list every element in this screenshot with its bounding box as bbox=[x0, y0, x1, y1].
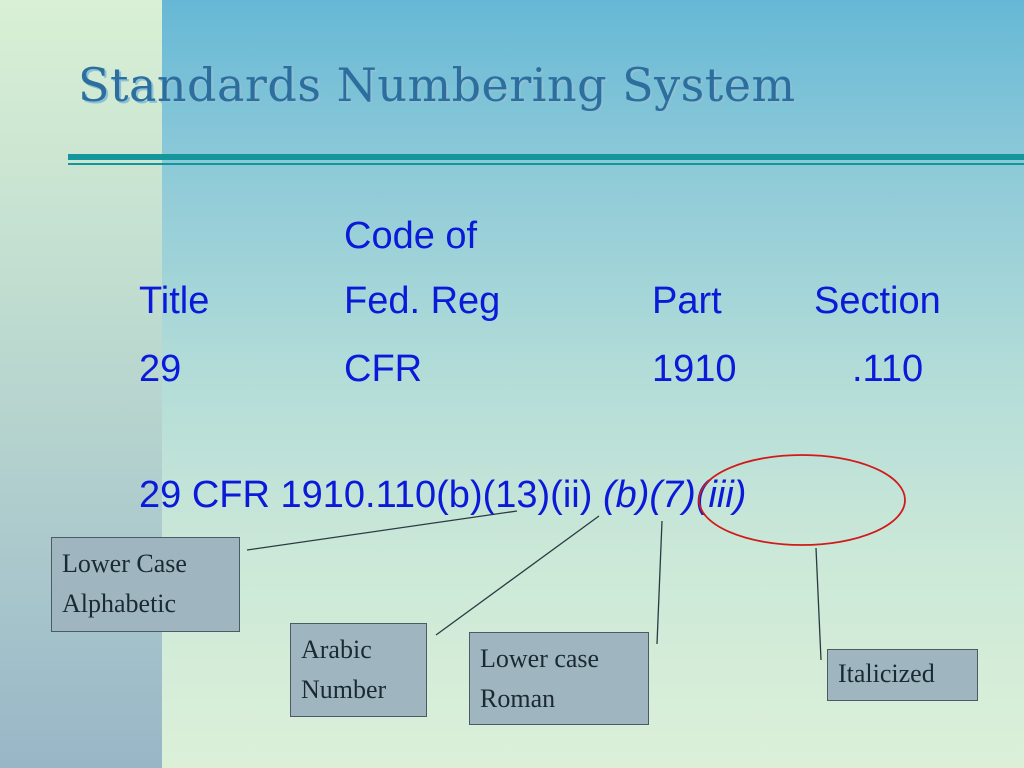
callout-text-line: Italicized bbox=[838, 659, 935, 688]
callout-text-line: Arabic bbox=[301, 635, 372, 664]
citation: 29 CFR 1910.110(b)(13)(ii) (b)(7)(iii) bbox=[139, 476, 746, 514]
citation-italic: (b)(7)(iii) bbox=[602, 474, 747, 516]
header-code-of: Code of bbox=[344, 215, 478, 257]
callout-lower-case-alphabetic: Lower Case Alphabetic bbox=[51, 537, 240, 632]
callout-text-line: Lower Case bbox=[62, 549, 187, 578]
value-section: .110 bbox=[852, 348, 924, 390]
callout-text-line: Number bbox=[301, 675, 387, 704]
left-accent-bar bbox=[0, 0, 162, 768]
header-fed-reg: Fed. Reg bbox=[344, 280, 501, 322]
callout-italicized: Italicized bbox=[827, 649, 978, 701]
callout-text-line: Alphabetic bbox=[62, 589, 177, 618]
callout-arabic-number: Arabic Number bbox=[290, 623, 427, 717]
title-rule-thick bbox=[68, 154, 1024, 160]
header-section: Section bbox=[814, 280, 941, 322]
highlight-ellipse bbox=[698, 454, 906, 546]
citation-main: 29 CFR 1910.110(b)(13)(ii) bbox=[139, 474, 593, 516]
value-fed-reg: CFR bbox=[344, 348, 423, 390]
header-part: Part bbox=[652, 280, 722, 322]
slide-title: Standards Numbering System bbox=[78, 58, 796, 112]
pointer-line-arabic bbox=[435, 515, 600, 636]
callout-text-line: Roman bbox=[480, 684, 556, 713]
callout-lower-case-roman: Lower case Roman bbox=[469, 632, 649, 725]
value-part: 1910 bbox=[652, 348, 737, 390]
callout-text-line: Lower case bbox=[480, 644, 600, 673]
pointer-line-roman bbox=[656, 520, 663, 645]
pointer-line-alphabetic bbox=[246, 510, 518, 551]
pointer-line-italicized bbox=[815, 547, 822, 661]
value-title: 29 bbox=[139, 348, 182, 390]
title-rule-thin bbox=[68, 163, 1024, 165]
header-title: Title bbox=[139, 280, 210, 322]
